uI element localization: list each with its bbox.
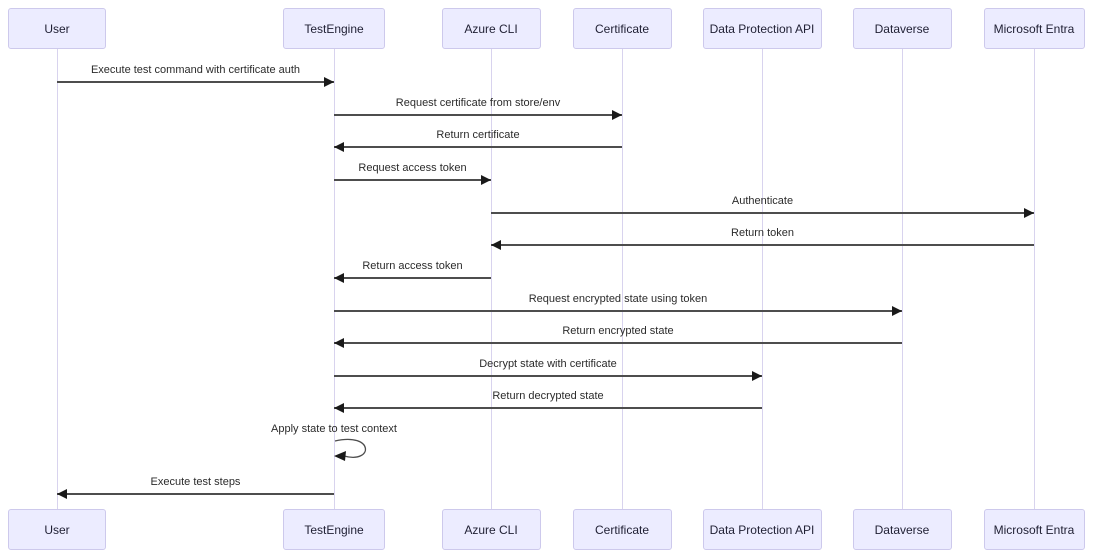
actor-certificate-bottom: Certificate (572, 509, 672, 550)
actor-label: Dataverse (874, 21, 930, 36)
message-line (334, 179, 491, 181)
actor-label: Data Protection API (709, 21, 815, 36)
actor-label: Certificate (594, 21, 650, 36)
arrowhead (57, 489, 67, 499)
message-line (334, 310, 902, 312)
actor-label: TestEngine (304, 21, 364, 36)
message-line (57, 81, 334, 83)
message-label: Execute test steps (150, 476, 241, 488)
actor-entra-bottom: Microsoft Entra (983, 509, 1085, 550)
arrowhead (324, 77, 334, 87)
actor-label: User (44, 522, 70, 537)
arrowhead (1024, 208, 1034, 218)
actor-dataverse-top: Dataverse (852, 8, 952, 49)
message-line (491, 244, 1034, 246)
lifeline-azurecli (491, 49, 492, 509)
actor-label: TestEngine (304, 522, 364, 537)
actor-label: Dataverse (874, 522, 930, 537)
arrowhead (481, 175, 491, 185)
message-label: Request access token (358, 162, 467, 174)
actor-label: Microsoft Entra (993, 21, 1075, 36)
message-label: Return access token (362, 260, 463, 272)
message-label: Decrypt state with certificate (479, 358, 617, 370)
actor-label: Certificate (594, 522, 650, 537)
actor-label: Azure CLI (464, 21, 518, 36)
actor-label: Data Protection API (709, 522, 815, 537)
lifeline-entra (1034, 49, 1035, 509)
message-label: Return token (731, 227, 794, 239)
message-line (334, 375, 762, 377)
message-line (57, 493, 334, 495)
actor-dpapi-bottom: Data Protection API (702, 509, 822, 550)
arrowhead (334, 273, 344, 283)
lifeline-certificate (622, 49, 623, 509)
lifeline-user (57, 49, 58, 509)
arrowhead (892, 306, 902, 316)
arrowhead (334, 338, 344, 348)
arrowhead (334, 403, 344, 413)
actor-user-bottom: User (8, 509, 106, 550)
actor-certificate-top: Certificate (572, 8, 672, 49)
actor-label: Azure CLI (464, 522, 518, 537)
message-label: Apply state to test context (271, 423, 397, 435)
message-label: Authenticate (731, 195, 794, 207)
arrowhead (334, 451, 346, 461)
message-line (334, 342, 902, 344)
actor-user-top: User (8, 8, 106, 49)
message-label: Request certificate from store/env (395, 97, 561, 109)
actor-dataverse-bottom: Dataverse (852, 509, 952, 550)
actor-testengine-bottom: TestEngine (283, 509, 385, 550)
arrowhead (334, 142, 344, 152)
message-line (334, 114, 622, 116)
message-line (334, 146, 622, 148)
actor-testengine-top: TestEngine (283, 8, 385, 49)
actor-label: User (44, 21, 70, 36)
actor-azurecli-top: Azure CLI (441, 8, 541, 49)
arrowhead (491, 240, 501, 250)
actor-dpapi-top: Data Protection API (702, 8, 822, 49)
message-line (334, 277, 491, 279)
message-label: Return certificate (436, 129, 520, 141)
lifeline-dpapi (762, 49, 763, 509)
message-label: Return encrypted state (562, 325, 674, 337)
actor-label: Microsoft Entra (993, 522, 1075, 537)
arrowhead (612, 110, 622, 120)
lifeline-dataverse (902, 49, 903, 509)
actor-entra-top: Microsoft Entra (983, 8, 1085, 49)
actor-azurecli-bottom: Azure CLI (441, 509, 541, 550)
message-line (334, 407, 762, 409)
message-line (491, 212, 1034, 214)
message-label: Return decrypted state (492, 390, 604, 402)
arrowhead (752, 371, 762, 381)
self-message-loop (334, 438, 367, 461)
message-label: Execute test command with certificate au… (90, 64, 301, 76)
message-label: Request encrypted state using token (528, 293, 708, 305)
